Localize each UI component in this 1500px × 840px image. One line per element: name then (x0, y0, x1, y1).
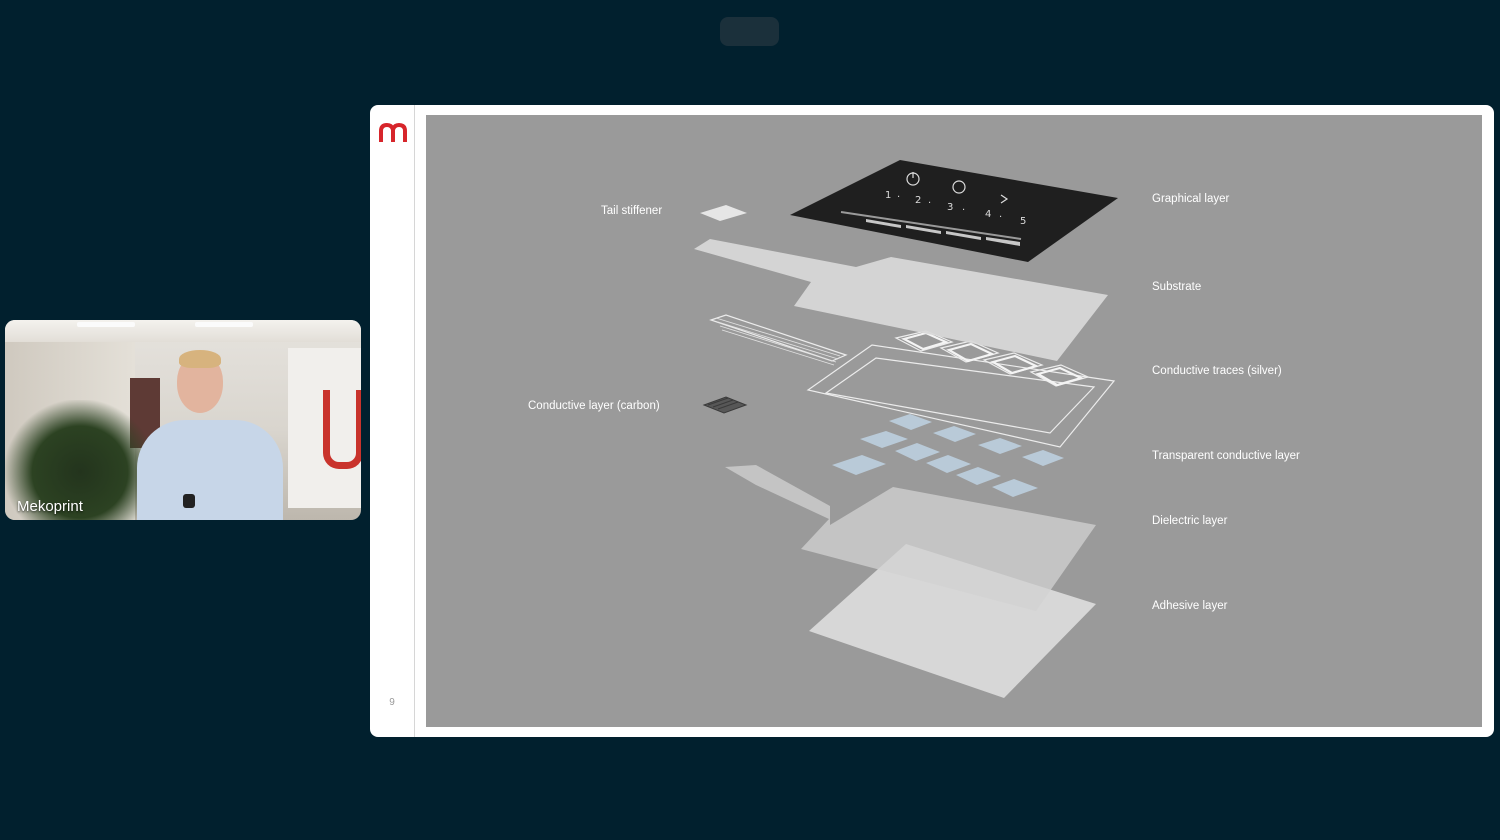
graphical-layer-shape (790, 160, 1118, 262)
video-background-ceiling (5, 320, 361, 342)
keypad-separator: · (999, 212, 1002, 223)
slide-number: 9 (389, 697, 395, 708)
substrate-shape (694, 239, 1108, 361)
mekoprint-logo-icon (378, 119, 408, 145)
transparent-conductive-pads (832, 414, 1064, 497)
slide-margin-rule (414, 105, 415, 737)
video-person-hair (179, 350, 221, 368)
graphical-layer-icons (906, 172, 1009, 204)
label-conductive-traces-silver: Conductive traces (silver) (1152, 365, 1282, 377)
top-toolbar-pill[interactable] (720, 17, 779, 46)
keypad-separator: · (962, 205, 965, 216)
conductive-traces-layer (709, 314, 1116, 448)
shared-slide: 9 (370, 105, 1494, 737)
timer-icon (952, 180, 966, 194)
keypad-digit: 2 (915, 195, 921, 206)
keypad-digit: 4 (985, 209, 991, 220)
video-background-plant (5, 400, 155, 520)
label-conductive-layer-carbon: Conductive layer (carbon) (528, 400, 660, 412)
video-person-microphone (183, 494, 195, 508)
video-ceiling-light (77, 322, 135, 327)
graphical-layer-slider (840, 211, 1022, 240)
label-graphical-layer: Graphical layer (1152, 193, 1230, 205)
keypad-separator: · (897, 192, 900, 203)
tail-stiffener-shape (700, 205, 747, 221)
participant-video-tile[interactable]: Mekoprint (5, 320, 361, 520)
dielectric-layer-shape (725, 465, 1096, 611)
video-background-logo-art (323, 390, 361, 469)
label-transparent-conductive-layer: Transparent conductive layer (1152, 450, 1300, 462)
layer-stack-diagram: 1 · 2 · 3 · 4 · 5 (528, 160, 1300, 698)
carbon-layer-shape (702, 396, 748, 414)
silver-tail-lines (715, 317, 841, 366)
label-substrate: Substrate (1152, 281, 1201, 293)
video-person-body (137, 420, 283, 520)
video-ceiling-light (195, 322, 253, 327)
keypad-digit: 1 (885, 190, 891, 201)
label-dielectric-layer: Dielectric layer (1152, 515, 1228, 527)
keypad-digit: 3 (947, 202, 953, 213)
keypad-digit: 5 (1020, 216, 1026, 227)
keypad-digits: 1 · 2 · 3 · 4 · 5 (885, 190, 1026, 227)
label-tail-stiffener: Tail stiffener (601, 205, 662, 217)
graphical-layer-slider-segments (866, 219, 1020, 246)
keypad-separator: · (928, 198, 931, 209)
arrow-icon (1000, 194, 1009, 204)
label-adhesive-layer: Adhesive layer (1152, 600, 1228, 612)
participant-name: Mekoprint (17, 498, 83, 515)
slide-content: 1 · 2 · 3 · 4 · 5 (426, 115, 1482, 727)
silver-button-traces (901, 331, 1085, 387)
